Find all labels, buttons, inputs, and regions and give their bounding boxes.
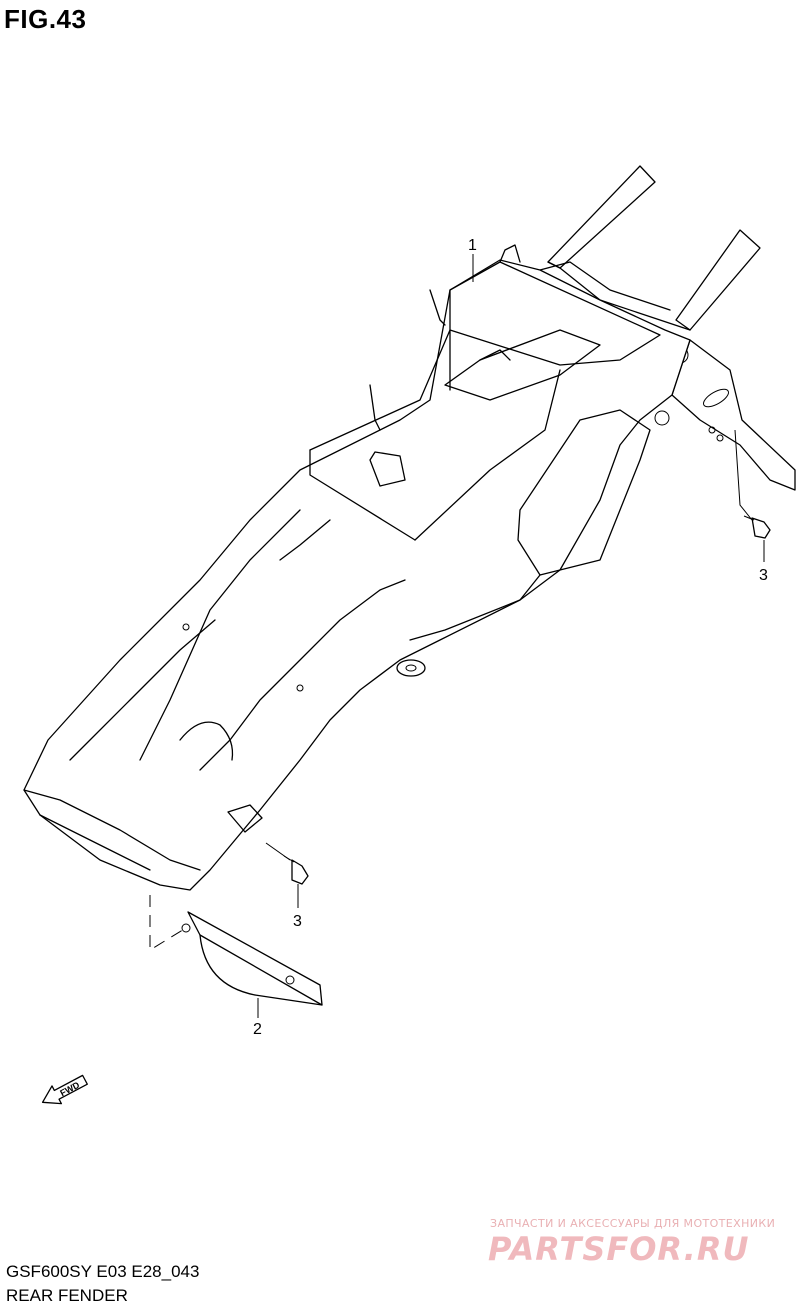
- part-group-name: REAR FENDER: [6, 1286, 128, 1305]
- model-code: GSF600SY E03 E28_043: [6, 1262, 200, 1281]
- callout-2: 2: [253, 1021, 262, 1038]
- watermark-brand: PARTSFOR.RU: [488, 1230, 750, 1268]
- leader-lines: [149, 254, 765, 1018]
- fwd-direction-arrow: FWD: [41, 1074, 88, 1105]
- tail-bracket: [654, 339, 796, 491]
- callout-3-lower: 3: [293, 913, 302, 930]
- bolt-lower-center: [283, 855, 309, 885]
- watermark-tagline: ЗАПЧАСТИ И АКСЕССУАРЫ ДЛЯ МОТОТЕХНИКИ: [490, 1217, 776, 1230]
- rear-frame-rails: [539, 165, 761, 331]
- bolt-upper-right: [743, 515, 771, 539]
- callout-1: 1: [468, 237, 477, 254]
- figure-title: FIG.43: [4, 4, 87, 34]
- mud-flap: [181, 911, 323, 1006]
- rear-fender-main-body: [23, 244, 691, 891]
- callout-3-upper: 3: [759, 567, 768, 584]
